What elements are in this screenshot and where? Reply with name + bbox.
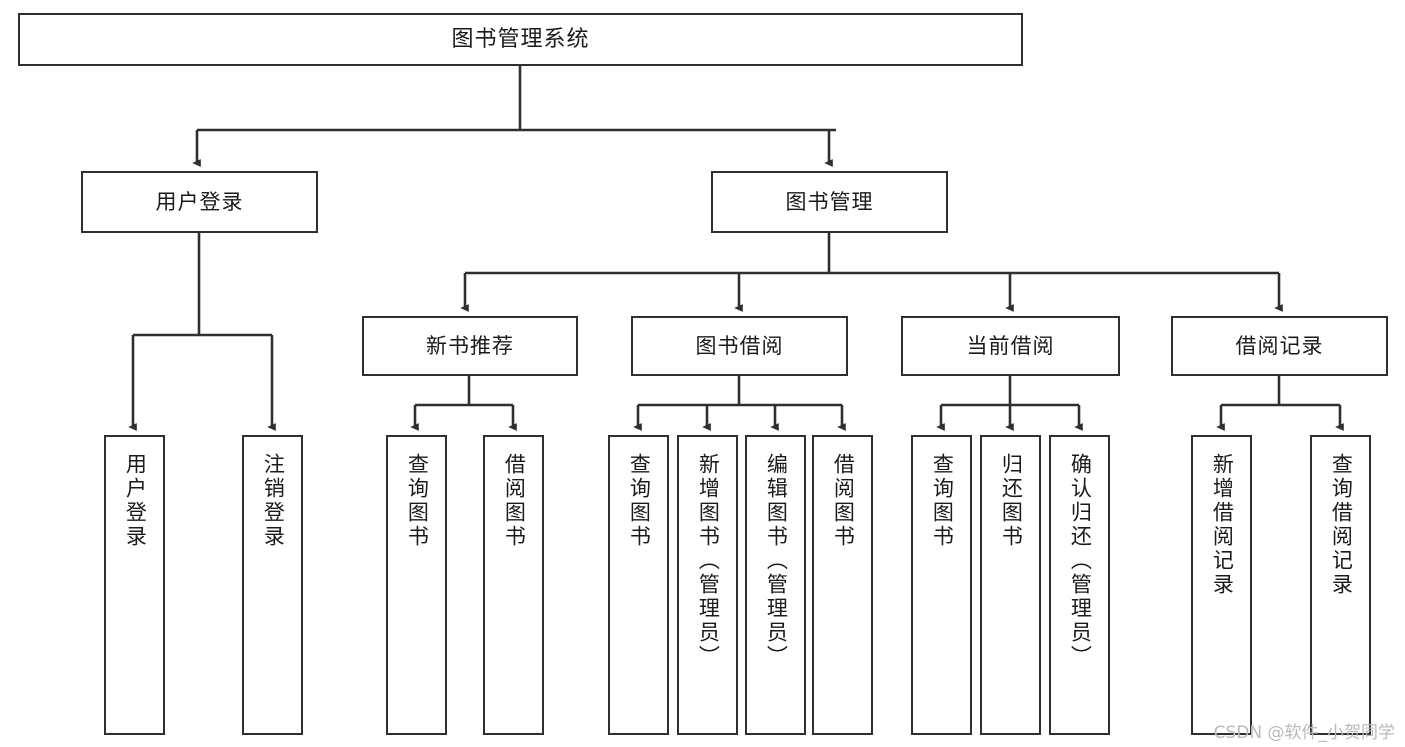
leaf-borrow-lend-book-label: 借阅图书 xyxy=(831,453,856,549)
leaf-user-login[interactable]: 用户登录 xyxy=(104,435,165,735)
leaf-new-query-book-label: 查询图书 xyxy=(405,453,430,549)
leaf-borrow-add-book-label: 新增图书（管理员） xyxy=(696,453,721,669)
node-current-borrow-label: 当前借阅 xyxy=(966,333,1055,358)
leaf-current-query-book-label: 查询图书 xyxy=(930,453,955,549)
leaf-user-logout-label: 注销登录 xyxy=(261,453,286,549)
node-new-book-recommend[interactable]: 新书推荐 xyxy=(362,316,578,376)
node-root-label: 图书管理系统 xyxy=(451,26,590,52)
node-user-login[interactable]: 用户登录 xyxy=(81,171,318,233)
node-borrow-record-label: 借阅记录 xyxy=(1235,333,1324,358)
node-borrow-record[interactable]: 借阅记录 xyxy=(1171,316,1388,376)
leaf-borrow-edit-book-label: 编辑图书（管理员） xyxy=(764,453,789,669)
node-new-book-recommend-label: 新书推荐 xyxy=(426,333,514,358)
node-user-login-label: 用户登录 xyxy=(155,189,244,214)
node-book-borrow-label: 图书借阅 xyxy=(695,333,784,358)
leaf-borrow-edit-book[interactable]: 编辑图书（管理员） xyxy=(745,435,806,735)
node-root[interactable]: 图书管理系统 xyxy=(18,13,1023,66)
leaf-record-add[interactable]: 新增借阅记录 xyxy=(1191,435,1252,735)
leaf-current-query-book[interactable]: 查询图书 xyxy=(911,435,972,735)
leaf-borrow-query-book-label: 查询图书 xyxy=(627,453,652,549)
leaf-new-borrow-book-label: 借阅图书 xyxy=(502,453,527,549)
leaf-current-confirm-return-label: 确认归还（管理员） xyxy=(1068,453,1093,669)
leaf-current-return-book[interactable]: 归还图书 xyxy=(980,435,1041,735)
leaf-borrow-lend-book[interactable]: 借阅图书 xyxy=(812,435,873,735)
node-book-management-label: 图书管理 xyxy=(785,189,874,214)
leaf-user-login-label: 用户登录 xyxy=(123,453,148,549)
leaf-user-logout[interactable]: 注销登录 xyxy=(242,435,303,735)
node-book-management[interactable]: 图书管理 xyxy=(711,171,948,233)
leaf-borrow-add-book[interactable]: 新增图书（管理员） xyxy=(677,435,738,735)
leaf-record-query-label: 查询借阅记录 xyxy=(1329,453,1354,597)
leaf-new-borrow-book[interactable]: 借阅图书 xyxy=(483,435,544,735)
leaf-new-query-book[interactable]: 查询图书 xyxy=(386,435,447,735)
leaf-record-add-label: 新增借阅记录 xyxy=(1210,453,1235,597)
leaf-borrow-query-book[interactable]: 查询图书 xyxy=(608,435,669,735)
leaf-current-return-book-label: 归还图书 xyxy=(999,453,1024,549)
node-book-borrow[interactable]: 图书借阅 xyxy=(631,316,848,376)
leaf-record-query[interactable]: 查询借阅记录 xyxy=(1310,435,1371,735)
node-current-borrow[interactable]: 当前借阅 xyxy=(901,316,1120,376)
leaf-current-confirm-return[interactable]: 确认归还（管理员） xyxy=(1049,435,1110,735)
